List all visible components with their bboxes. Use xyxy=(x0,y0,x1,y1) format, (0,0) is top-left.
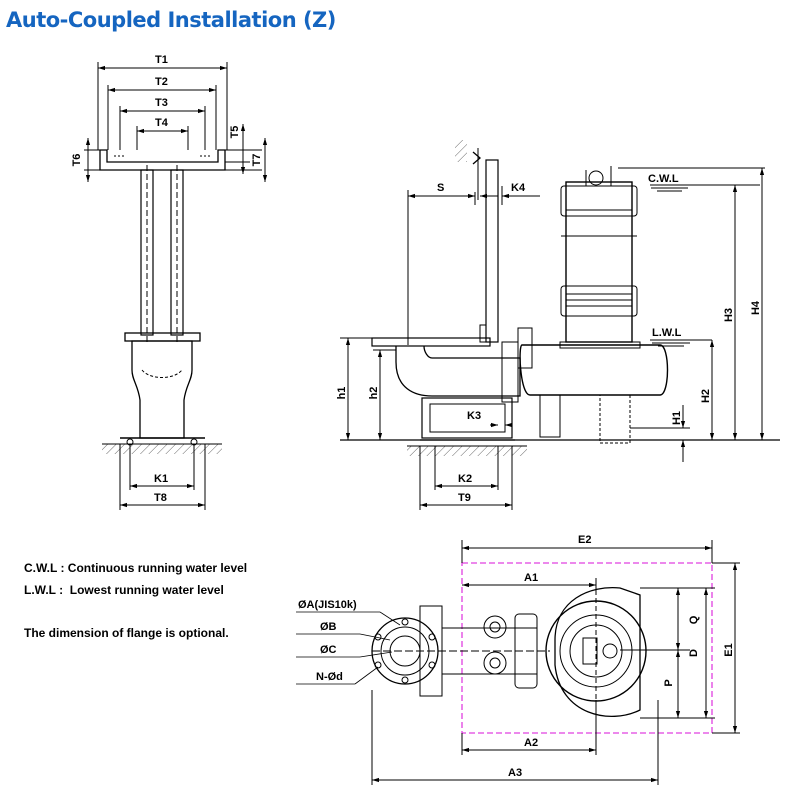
dim-H2: H2 xyxy=(700,389,712,403)
dim-P: P xyxy=(663,679,675,686)
dim-T7: T7 xyxy=(251,154,263,167)
dim-T6: T6 xyxy=(71,154,83,167)
dim-T8: T8 xyxy=(154,492,167,504)
dim-K4: K4 xyxy=(511,182,526,194)
page-title: Auto-Coupled Installation (Z) xyxy=(6,8,336,32)
pump-side-view xyxy=(340,140,780,510)
dim-Nphid: N-Ød xyxy=(316,671,343,683)
dim-T1: T1 xyxy=(155,54,168,66)
dim-phiA: ØA(JIS10k) xyxy=(298,599,357,611)
flange-note: The dimension of flange is optional. xyxy=(24,626,229,640)
dim-T9: T9 xyxy=(458,492,471,504)
dim-A1: A1 xyxy=(524,572,538,584)
dim-Q: Q xyxy=(688,615,700,624)
flange-leaders xyxy=(296,611,401,685)
dim-H3: H3 xyxy=(723,308,735,322)
dim-E1: E1 xyxy=(723,643,735,656)
dim-S: S xyxy=(437,182,444,194)
dim-T5: T5 xyxy=(229,126,241,139)
dim-K3: K3 xyxy=(467,410,481,422)
dim-h2: h2 xyxy=(368,387,380,400)
dim-H1: H1 xyxy=(671,411,683,425)
dim-T2: T2 xyxy=(155,76,168,88)
dim-phiB: ØB xyxy=(320,621,337,633)
dim-H4: H4 xyxy=(750,300,762,315)
dim-phiC: ØC xyxy=(320,644,337,656)
guide-rail-front-view xyxy=(84,62,268,510)
dim-T3: T3 xyxy=(155,97,168,109)
lwl-legend: L.W.L : Lowest running water level xyxy=(24,583,224,597)
dim-A3: A3 xyxy=(508,767,522,779)
dim-h1: h1 xyxy=(336,387,348,400)
dim-T4: T4 xyxy=(155,117,169,129)
dim-A2: A2 xyxy=(524,737,538,749)
pump-plan-view xyxy=(371,540,740,785)
dim-K2: K2 xyxy=(458,473,472,485)
cwl-label: C.W.L xyxy=(648,173,679,185)
cwl-legend: C.W.L : Continuous running water level xyxy=(24,561,248,575)
dim-E2: E2 xyxy=(578,534,591,546)
dim-D: D xyxy=(688,649,700,657)
lwl-label: L.W.L xyxy=(652,327,682,339)
dim-K1: K1 xyxy=(154,473,168,485)
